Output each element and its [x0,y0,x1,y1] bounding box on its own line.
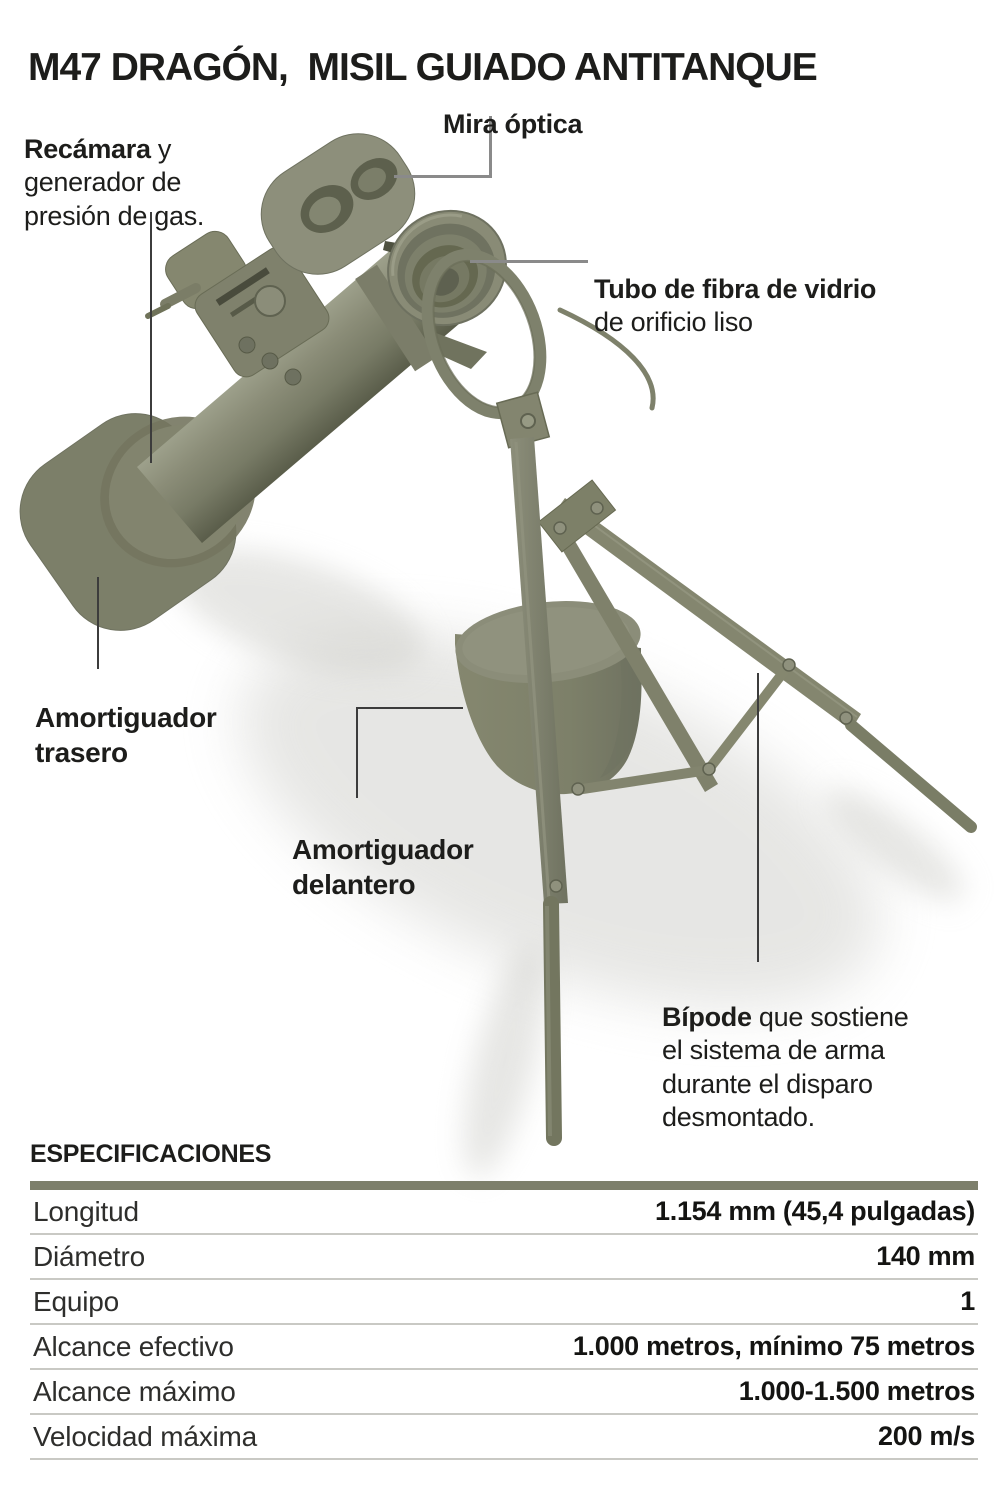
spec-label: Equipo [33,1285,119,1317]
sight-bracket [194,246,330,386]
spec-row: Equipo 1 [30,1280,978,1325]
callout-label-bipode: Bípode que sostiene el sistema de arma d… [662,1001,914,1135]
specifications-section: ESPECIFICACIONES Longitud 1.154 mm (45,4… [30,1140,978,1460]
callout-tubo-rest: de orificio liso [594,307,753,338]
callout-label-mira-optica-text: Mira óptica [443,109,583,139]
spec-value: 1.000-1.500 metros [738,1376,976,1406]
page-title: M47 DRAGÓN, MISIL GUIADO ANTITANQUE [28,46,818,90]
callout-label-mira-optica: Mira óptica [443,109,583,140]
spec-value: 1.000 metros, mínimo 75 metros [572,1331,975,1361]
spec-value: 200 m/s [878,1421,975,1451]
spec-value: 1 [960,1286,975,1316]
callout-line-mira-vertical [489,116,492,177]
spec-label: Velocidad máxima [33,1420,258,1452]
callout-label-tubo: Tubo de fibra de vidrio de orificio liso [594,273,902,340]
callout-recamara-bold: Recámara [24,134,151,164]
specifications-divider-bar [30,1181,978,1190]
specifications-heading: ESPECIFICACIONES [30,1140,272,1168]
spec-value: 1.154 mm (45,4 pulgadas) [655,1196,975,1226]
callout-label-recamara: Recámara y generador de presión de gas. [24,133,229,233]
callout-line-amortiguador-trasero [97,577,99,669]
callout-bipode-rest: que sostiene el sistema de arma durante … [662,1002,909,1133]
callout-amortiguador-trasero-text: Amortiguador trasero [35,702,217,769]
callout-line-tubo [470,260,588,263]
spec-row: Alcance máximo 1.000-1.500 metros [30,1370,978,1415]
spec-label: Alcance efectivo [33,1330,234,1362]
callout-line-amortiguador-delantero-vertical [356,707,358,798]
callout-line-amortiguador-delantero-horizontal [356,707,463,709]
callout-tubo-bold: Tubo de fibra de vidrio [594,274,877,304]
specifications-table: Longitud 1.154 mm (45,4 pulgadas) Diámet… [30,1190,978,1460]
callout-line-mira-horizontal [394,175,492,178]
callout-label-amortiguador-trasero: Amortiguador trasero [35,700,240,771]
callout-line-recamara [150,212,152,463]
spec-value: 140 mm [876,1241,975,1271]
spec-label: Diámetro [33,1240,145,1272]
callout-line-bipode [757,673,759,962]
spec-row: Velocidad máxima 200 m/s [30,1415,978,1460]
spec-label: Longitud [33,1195,139,1227]
spec-row: Alcance efectivo 1.000 metros, mínimo 75… [30,1325,978,1370]
callout-bipode-bold: Bípode [662,1002,752,1032]
spec-row: Diámetro 140 mm [30,1235,978,1280]
spec-label: Alcance máximo [33,1375,236,1407]
spec-row: Longitud 1.154 mm (45,4 pulgadas) [30,1190,978,1235]
callout-recamara-rest: y generador de presión de gas. [24,134,205,231]
optical-sight [260,133,416,275]
bipod [495,391,977,1146]
callout-amortiguador-delantero-text: Amortiguador delantero [292,834,474,901]
under-muzzle-bracket [428,307,656,411]
callout-label-amortiguador-delantero: Amortiguador delantero [292,832,497,903]
